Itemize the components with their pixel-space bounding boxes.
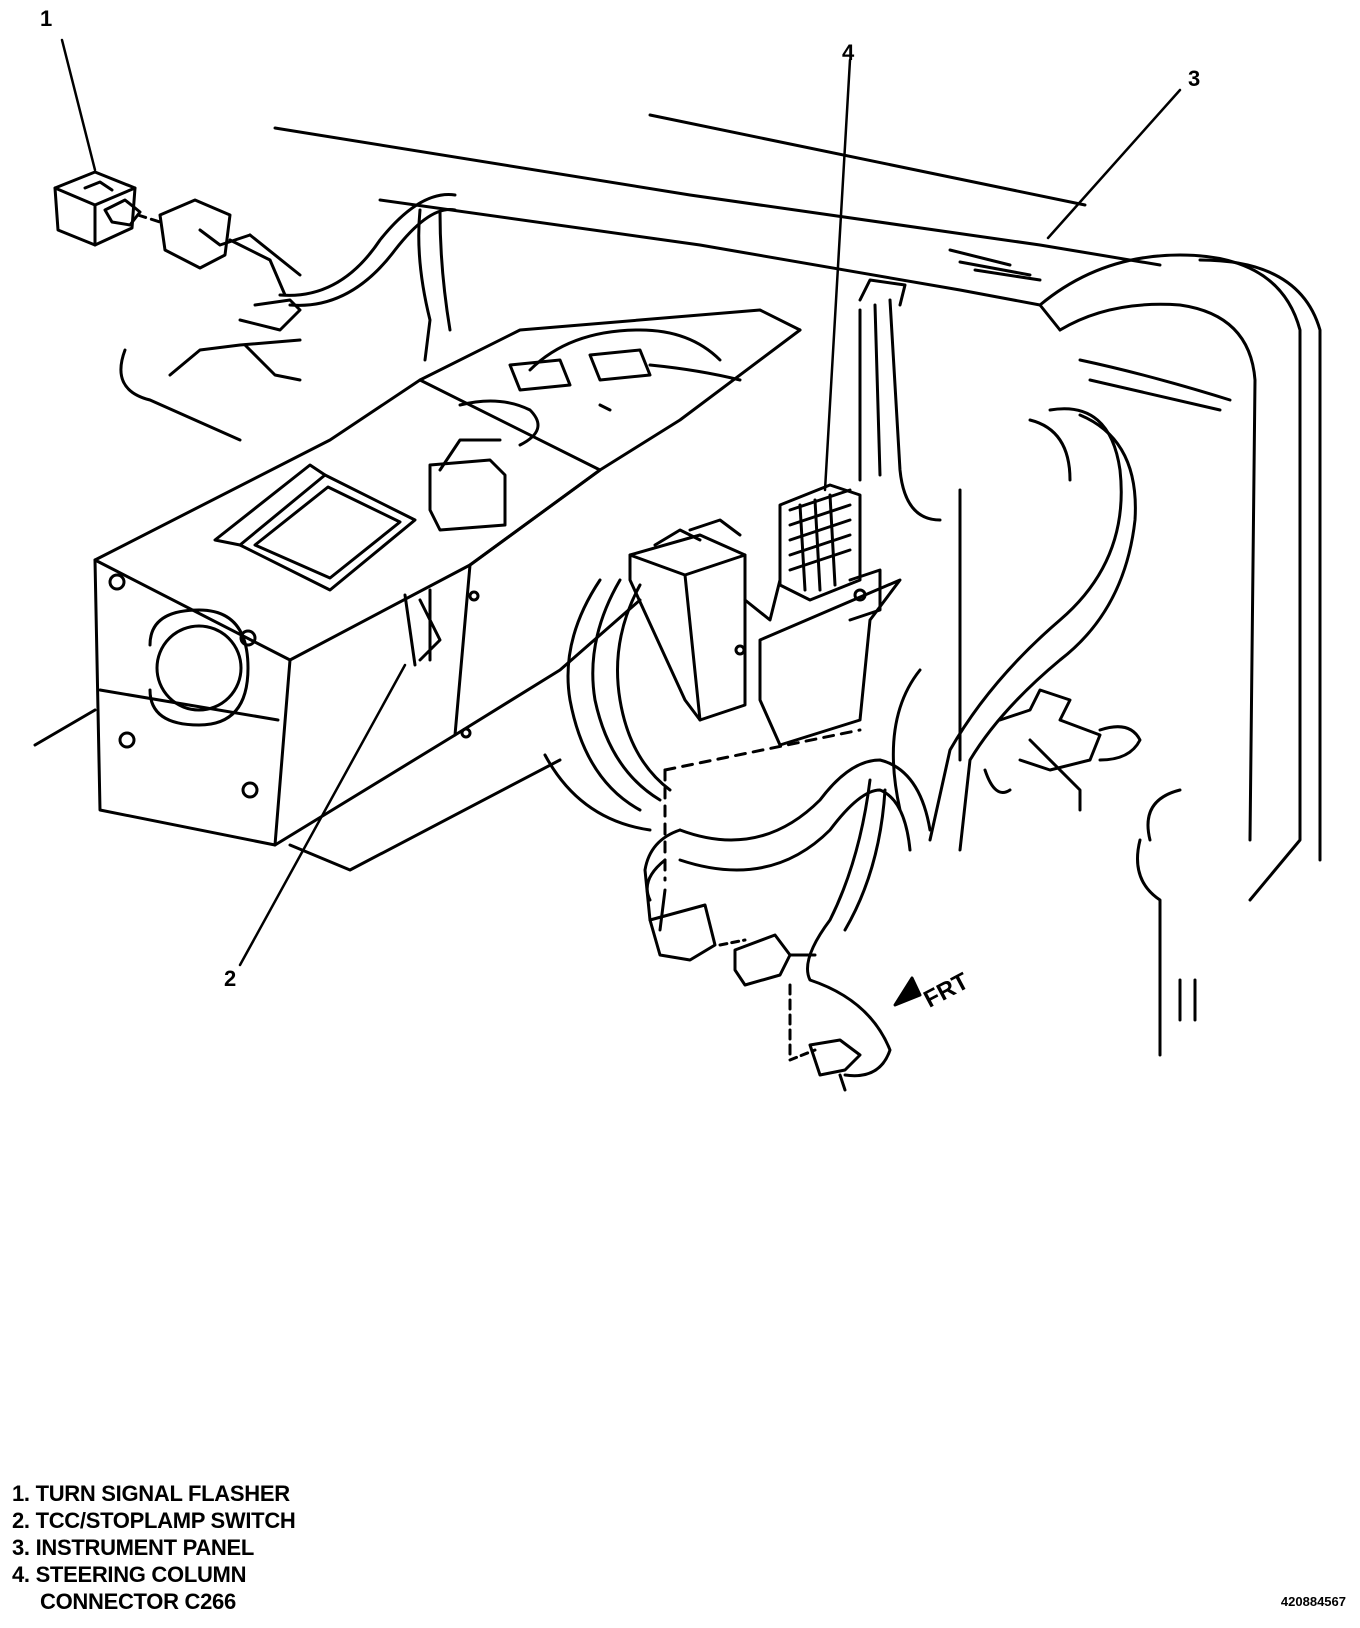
callout-1: 1	[40, 6, 53, 31]
lower-harness	[643, 728, 932, 1092]
legend-item-4-continuation: CONNECTOR C266	[40, 1589, 236, 1614]
main-harness-connector	[543, 518, 902, 832]
instrument-panel	[273, 113, 1322, 1057]
legend-item-3: 3. INSTRUMENT PANEL	[12, 1535, 255, 1560]
callout-2: 2	[224, 966, 237, 991]
legend-item-2: 2. TCC/STOPLAMP SWITCH	[12, 1508, 296, 1533]
steering-column-bracket	[33, 308, 802, 872]
front-arrow-icon	[893, 976, 922, 1007]
center-harness	[428, 328, 742, 532]
callout-4: 4	[842, 40, 855, 65]
turn-signal-flasher	[53, 170, 302, 297]
steering-column-connector-c266	[778, 278, 942, 622]
legend-item-1: 1. TURN SIGNAL FLASHER	[12, 1481, 290, 1506]
leader-line-1	[60, 38, 97, 172]
right-harness	[891, 407, 1142, 852]
figure-number: 420884567	[1280, 1594, 1346, 1609]
leader-line-4	[823, 58, 852, 492]
callout-3: 3	[1188, 66, 1201, 91]
legend: 1. TURN SIGNAL FLASHER 2. TCC/STOPLAMP S…	[12, 1480, 296, 1615]
legend-item-4: 4. STEERING COLUMN	[12, 1562, 247, 1587]
leader-line-3	[1046, 88, 1182, 240]
leader-lines	[60, 38, 1182, 967]
flasher-harness	[238, 193, 457, 382]
leader-line-2	[238, 663, 407, 967]
